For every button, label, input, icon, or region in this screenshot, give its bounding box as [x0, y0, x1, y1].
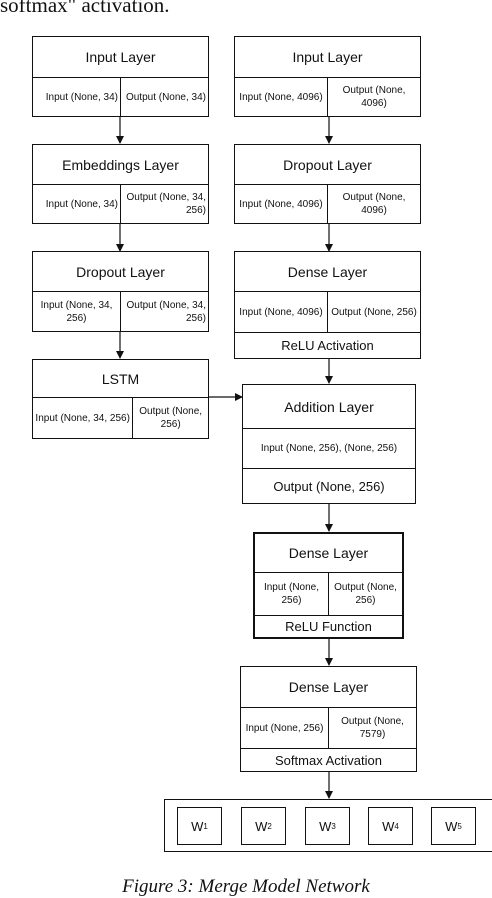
layer-input-shape: Input (None, 34, 256): [40, 299, 113, 324]
layer-input-shape: Input (None, 34, 256): [35, 412, 130, 424]
layer-output-shape: Output (None, 256): [328, 573, 402, 615]
layer-output-shape: Output (None, 7579): [328, 708, 416, 748]
layer-title: Dropout Layer: [283, 156, 372, 173]
left-input-layer-box: Input Layer Input (None, 34) Output (Non…: [32, 36, 209, 117]
layer-output-shape: Output (None, 4096): [327, 185, 420, 223]
left-dropout-layer-box: Dropout Layer Input (None, 34, 256) Outp…: [32, 251, 209, 332]
layer-input-shape: Input (None, 256): [263, 582, 320, 606]
layer-title: Dropout Layer: [76, 263, 165, 280]
layer-io-row: Input (None, 256) Output (None, 256): [255, 572, 402, 615]
layer-output-shape: Output (None, 34): [120, 78, 208, 116]
layer-title: Dense Layer: [287, 263, 368, 280]
word-index: 2: [267, 821, 272, 831]
preceding-text-fragment: softmax" activation.: [0, 0, 170, 17]
left-embeddings-layer-box: Embeddings Layer Input (None, 34) Output…: [32, 144, 209, 224]
layer-activation: ReLU Function: [255, 615, 402, 637]
layer-io-row: Input (None, 34) Output (None, 34): [33, 77, 208, 116]
figure-caption: Figure 3: Merge Model Network: [122, 876, 370, 897]
layer-io-row: Input (None, 4096) Output (None, 4096): [235, 184, 420, 223]
layer-title: Embeddings Layer: [62, 156, 179, 173]
layer-io-row: Input (None, 34, 256) Output (None, 256): [33, 397, 208, 438]
layer-io-row: Input (None, 256) Output (None, 7579): [241, 707, 416, 748]
layer-activation: ReLU Activation: [235, 332, 420, 358]
layer-title: Addition Layer: [284, 398, 374, 415]
layer-output-shape: Output (None, 4096): [327, 78, 420, 116]
layer-output-shape: Output (None, 256): [132, 398, 208, 438]
layer-input-shape: Input (None, 256), (None, 256): [243, 428, 415, 468]
layer-title: Input Layer: [85, 49, 156, 65]
right-dropout-layer-box: Dropout Layer Input (None, 4096) Output …: [234, 144, 421, 224]
layer-input-shape: Input (None, 34): [45, 198, 118, 210]
dense-relu-layer-box: Dense Layer Input (None, 256) Output (No…: [253, 532, 404, 639]
layer-input-shape: Input (None, 256): [245, 722, 324, 734]
layer-title: Input Layer: [292, 49, 363, 65]
word-base: W: [191, 818, 204, 834]
word-base: W: [382, 818, 395, 834]
layer-input-shape: Input (None, 34): [45, 91, 118, 103]
layer-io-row: Input (None, 4096) Output (None, 4096): [235, 77, 420, 116]
layer-output-shape: Output (None, 34, 256): [120, 185, 208, 223]
layer-output-shape: Output (None, 34, 256): [120, 292, 208, 331]
right-dense-layer-box: Dense Layer Input (None, 4096) Output (N…: [234, 251, 421, 359]
word-base: W: [445, 818, 458, 834]
layer-input-shape: Input (None, 4096): [239, 306, 323, 318]
layer-io-row: Input (None, 34) Output (None, 34, 256): [33, 184, 208, 223]
layer-activation: Softmax Activation: [241, 748, 416, 771]
word-index: 1: [203, 821, 208, 831]
word-base: W: [255, 818, 268, 834]
word-index: 5: [457, 821, 462, 831]
right-input-layer-box: Input Layer Input (None, 4096) Output (N…: [234, 36, 421, 117]
layer-input-shape: Input (None, 4096): [239, 91, 323, 103]
layer-input-shape: Input (None, 4096): [239, 198, 323, 210]
layer-output-shape: Output (None, 256): [243, 468, 415, 503]
word-base: W: [319, 818, 332, 834]
layer-io-row: Input (None, 34, 256) Output (None, 34, …: [33, 291, 208, 331]
layer-title: LSTM: [101, 370, 140, 387]
word-index: 4: [394, 821, 399, 831]
layer-output-shape: Output (None, 256): [327, 292, 420, 332]
layer-io-row: Input (None, 4096) Output (None, 256): [235, 291, 420, 332]
layer-title: Dense Layer: [288, 679, 369, 695]
layer-title: Dense Layer: [288, 545, 369, 561]
word-index: 3: [331, 821, 336, 831]
addition-layer-box: Addition Layer Input (None, 256), (None,…: [242, 384, 416, 504]
lstm-box: LSTM Input (None, 34, 256) Output (None,…: [32, 359, 209, 439]
dense-softmax-layer-box: Dense Layer Input (None, 256) Output (No…: [240, 666, 417, 772]
